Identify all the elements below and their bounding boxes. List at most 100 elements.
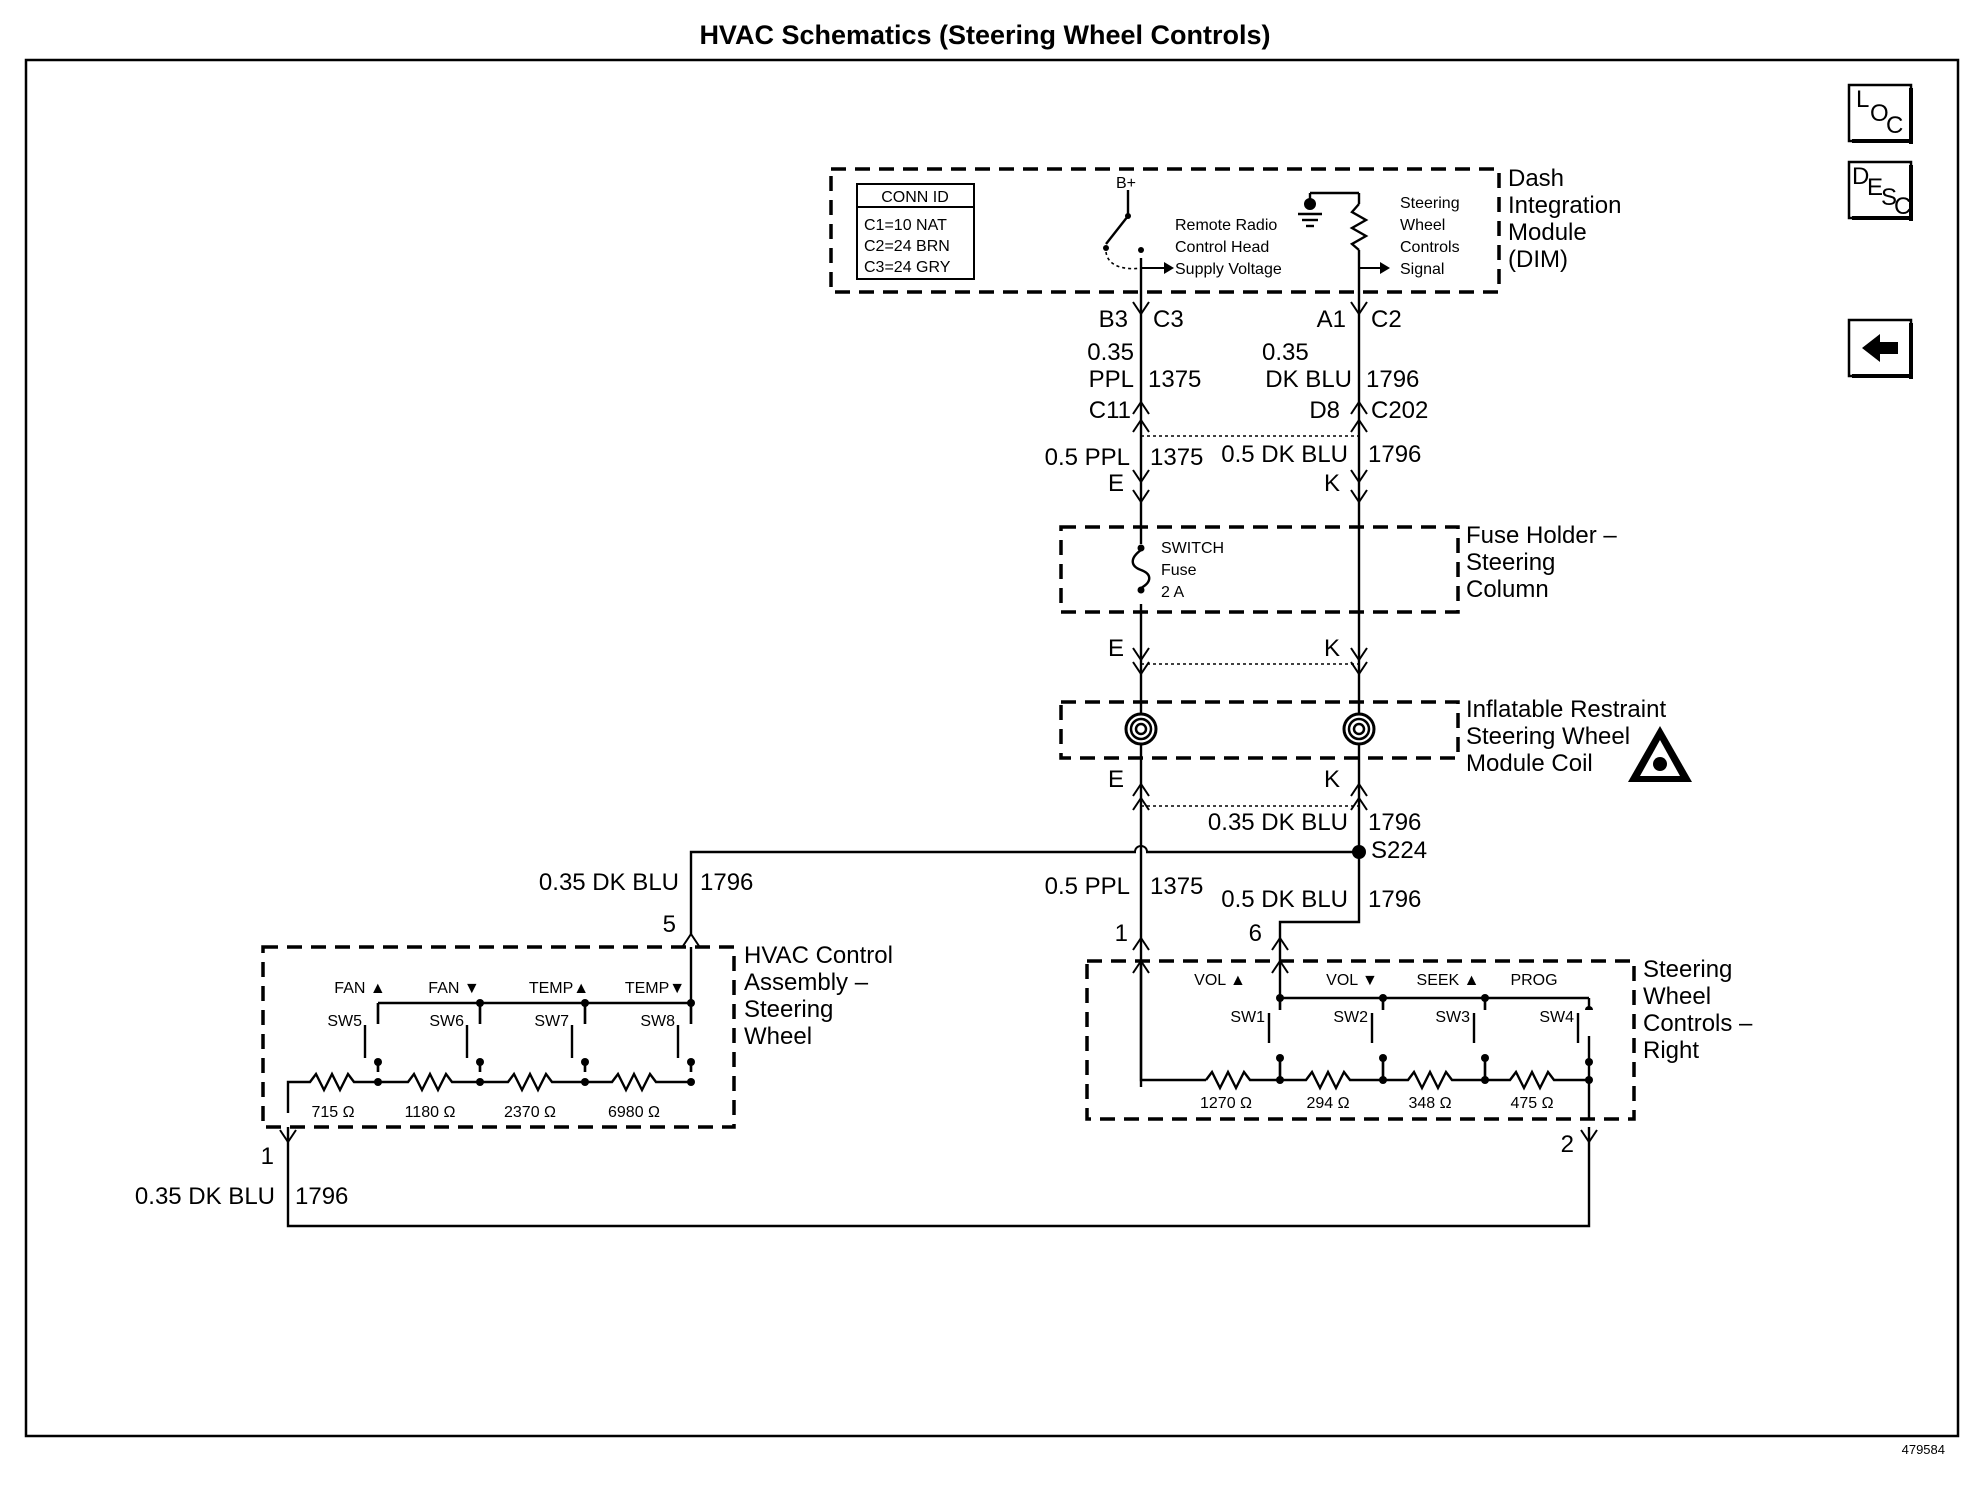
page-title: HVAC Schematics (Steering Wheel Controls…	[699, 20, 1270, 50]
svg-text:Signal: Signal	[1400, 261, 1444, 278]
hvac-switch-network	[286, 947, 697, 1113]
svg-text:Inflatable Restraint: Inflatable Restraint	[1466, 696, 1666, 723]
svg-text:Remote Radio: Remote Radio	[1175, 217, 1277, 234]
svg-text:FAN ▲: FAN ▲	[334, 980, 385, 997]
wire-labels-mid: 0.5 PPL 1375 0.5 DK BLU 1796 E K	[1045, 441, 1421, 504]
svg-text:Controls: Controls	[1400, 239, 1460, 256]
desc-button[interactable]: D E S C	[1847, 160, 1913, 221]
right-switch-network	[1132, 959, 1597, 1118]
svg-text:SWITCH: SWITCH	[1161, 540, 1224, 557]
svg-text:Wheel: Wheel	[1643, 983, 1711, 1010]
svg-text:Steering: Steering	[744, 996, 833, 1023]
svg-text:294 Ω: 294 Ω	[1306, 1095, 1349, 1112]
svg-text:HVAC Control: HVAC Control	[744, 942, 893, 969]
fuse-holder-box	[1059, 525, 1460, 614]
svg-text:348 Ω: 348 Ω	[1408, 1095, 1451, 1112]
back-button[interactable]	[1847, 318, 1913, 379]
svg-text:5: 5	[663, 911, 676, 938]
svg-text:K: K	[1324, 470, 1340, 497]
svg-text:715 Ω: 715 Ω	[311, 1104, 354, 1121]
svg-text:PROG: PROG	[1510, 972, 1557, 989]
svg-text:1796: 1796	[295, 1183, 348, 1210]
svg-text:Assembly –: Assembly –	[744, 969, 869, 996]
svg-text:1270 Ω: 1270 Ω	[1200, 1095, 1252, 1112]
svg-text:S224: S224	[1371, 837, 1427, 864]
svg-text:Wheel: Wheel	[744, 1023, 812, 1050]
svg-text:Steering: Steering	[1466, 549, 1555, 576]
svg-text:0.5 PPL: 0.5 PPL	[1045, 444, 1130, 471]
svg-text:DK BLU: DK BLU	[1265, 366, 1352, 393]
svg-text:2 A: 2 A	[1161, 584, 1184, 601]
loc-button[interactable]: L O C	[1847, 83, 1913, 144]
right-switch-labels: VOL ▲ VOL ▼ SEEK ▲ PROG SW1 SW2 SW3 SW4 …	[1194, 972, 1574, 1112]
svg-text:C202: C202	[1371, 397, 1428, 424]
connector-c3-c2: B3 C3 A1 C2	[1099, 301, 1402, 333]
svg-text:E: E	[1108, 766, 1124, 793]
switch-fuse: SWITCH Fuse 2 A	[1131, 540, 1224, 604]
svg-text:SW7: SW7	[534, 1013, 569, 1030]
svg-text:0.35: 0.35	[1262, 339, 1309, 366]
svg-text:Fuse Holder –: Fuse Holder –	[1466, 522, 1617, 549]
hvac-switch-labels: FAN ▲ FAN ▼ TEMP▲ TEMP▼ SW5 SW6 SW7 SW8 …	[311, 980, 685, 1121]
svg-text:C2=24 BRN: C2=24 BRN	[864, 238, 950, 255]
svg-text:6: 6	[1249, 920, 1262, 947]
coil-right	[1342, 712, 1376, 746]
conn-id-table: CONN ID C1=10 NAT C2=24 BRN C3=24 GRY	[856, 183, 975, 280]
right-controls-box	[1085, 959, 1636, 1121]
svg-text:Module: Module	[1508, 219, 1587, 246]
svg-text:1375: 1375	[1150, 444, 1203, 471]
svg-text:1: 1	[1115, 920, 1128, 947]
svg-text:1375: 1375	[1150, 873, 1203, 900]
svg-text:Wheel: Wheel	[1400, 217, 1445, 234]
svg-text:Fuse: Fuse	[1161, 562, 1197, 579]
svg-text:475 Ω: 475 Ω	[1510, 1095, 1553, 1112]
supply-switch: B+ Remote Radio Control Head Supply Volt…	[1103, 175, 1282, 292]
svg-text:K: K	[1324, 766, 1340, 793]
wire-1796-return: 1 2 0.35 DK BLU 1796	[135, 1127, 1598, 1228]
svg-text:SW4: SW4	[1539, 1009, 1574, 1026]
loc-letter-3: C	[1886, 112, 1903, 139]
svg-text:PPL: PPL	[1089, 366, 1134, 393]
airbag-warning-icon	[1628, 726, 1692, 782]
connector-c202: C11 D8 C202	[1089, 397, 1428, 437]
svg-text:2: 2	[1561, 1131, 1574, 1158]
svg-text:B+: B+	[1116, 175, 1136, 192]
svg-text:Right: Right	[1643, 1037, 1699, 1064]
svg-text:C3: C3	[1153, 306, 1184, 333]
fuse-holder-label: Fuse Holder – Steering Column	[1466, 522, 1617, 603]
svg-text:SW5: SW5	[327, 1013, 362, 1030]
loc-letter-1: L	[1856, 86, 1869, 113]
svg-text:SEEK ▲: SEEK ▲	[1417, 972, 1480, 989]
svg-text:1796: 1796	[1366, 366, 1419, 393]
svg-text:0.5 DK BLU: 0.5 DK BLU	[1221, 886, 1348, 913]
splice-s224: 0.35 DK BLU 1796 S224	[1208, 809, 1427, 864]
svg-text:D8: D8	[1309, 397, 1340, 424]
svg-text:0.5 DK BLU: 0.5 DK BLU	[1221, 441, 1348, 468]
svg-text:6980 Ω: 6980 Ω	[608, 1104, 660, 1121]
svg-text:C2: C2	[1371, 306, 1402, 333]
svg-text:TEMP▼: TEMP▼	[625, 980, 685, 997]
svg-text:SW1: SW1	[1230, 1009, 1265, 1026]
fuse-holder-pins: E K	[1108, 635, 1368, 676]
svg-text:K: K	[1324, 635, 1340, 662]
svg-text:(DIM): (DIM)	[1508, 246, 1568, 273]
svg-text:SW3: SW3	[1435, 1009, 1470, 1026]
svg-text:0.5 PPL: 0.5 PPL	[1045, 873, 1130, 900]
svg-text:SW8: SW8	[640, 1013, 675, 1030]
svg-text:1796: 1796	[1368, 441, 1421, 468]
wire-1796-right-branch: 0.5 DK BLU 1796 6	[1221, 852, 1421, 962]
svg-text:VOL ▼: VOL ▼	[1326, 972, 1378, 989]
loc-letter-2: O	[1870, 100, 1889, 127]
svg-text:VOL ▲: VOL ▲	[1194, 972, 1246, 989]
desc-letter-1: D	[1852, 163, 1869, 190]
coil-pins: E K	[1108, 766, 1368, 811]
signal-resistor: Steering Wheel Controls Signal	[1298, 191, 1460, 292]
svg-text:0.35: 0.35	[1087, 339, 1134, 366]
wire-1375-lower: 0.5 PPL 1375 1	[1045, 873, 1203, 951]
coil-box	[1059, 700, 1460, 760]
desc-letter-2: E	[1867, 174, 1883, 201]
svg-text:FAN ▼: FAN ▼	[428, 980, 479, 997]
dim-module-label: Dash Integration Module (DIM)	[1508, 165, 1621, 273]
